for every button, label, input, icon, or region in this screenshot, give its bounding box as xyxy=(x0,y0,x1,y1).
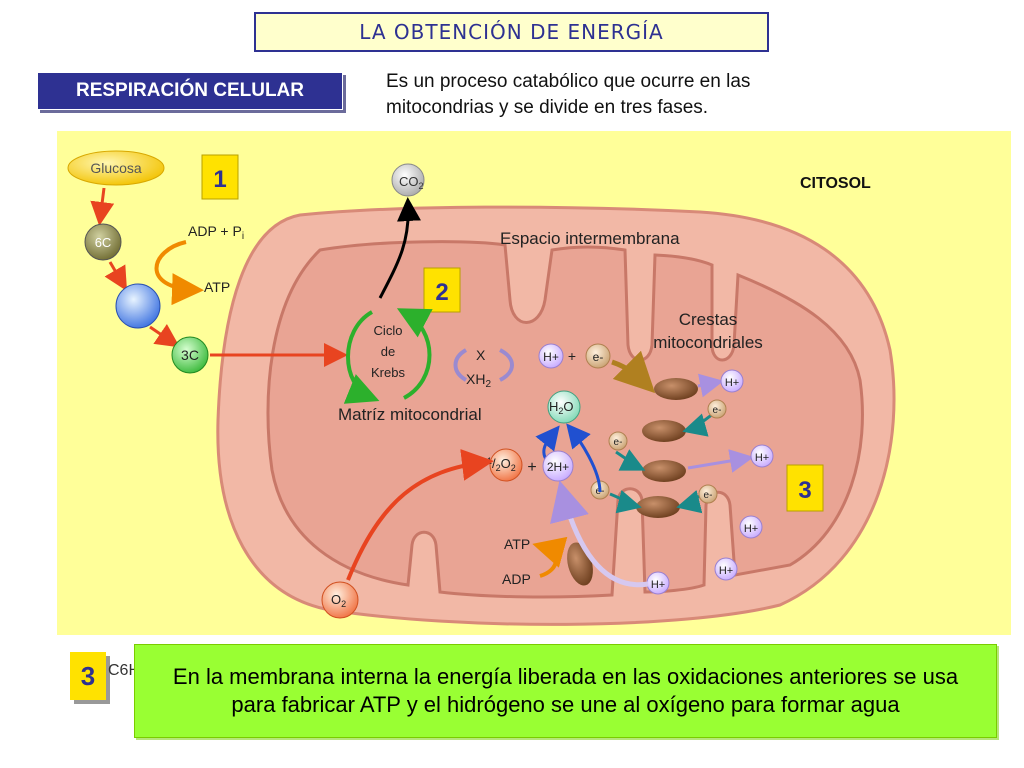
carrier-arc-right xyxy=(498,348,514,382)
step-badge-1: 1 xyxy=(201,154,239,200)
two-h-plus-node xyxy=(542,450,574,482)
svg-text:e-: e- xyxy=(614,437,623,448)
h-plus-node-5 xyxy=(714,557,738,581)
three-carbon-node xyxy=(171,336,209,374)
atp-curve-arrow xyxy=(154,240,204,306)
krebs-label-2: de xyxy=(381,344,395,359)
arrow-6c-blue xyxy=(104,261,128,292)
six-carbon-node xyxy=(84,223,122,261)
svg-text:1: 1 xyxy=(213,166,226,193)
svg-text:3C: 3C xyxy=(181,347,199,363)
protein-complex-2 xyxy=(642,420,686,442)
page-title: LA OBTENCIÓN DE ENERGÍA xyxy=(254,12,769,52)
arrow-e-chain xyxy=(611,350,656,394)
svg-text:H+: H+ xyxy=(744,523,758,535)
o2-label: O2 xyxy=(331,592,346,609)
plus-sign-2: + xyxy=(527,459,536,476)
matrix-label: Matríz mitocondrial xyxy=(338,405,482,424)
electron-node-1 xyxy=(585,343,611,369)
teal-arrow-4 xyxy=(609,489,642,514)
step-badge-2: 2 xyxy=(423,267,461,313)
adp-bottom-label: ADP xyxy=(502,571,531,587)
arrow-glucose-6c xyxy=(90,187,115,226)
plus-sign-1: + xyxy=(568,348,576,364)
svg-text:H+: H+ xyxy=(543,350,559,364)
h-plus-node-1 xyxy=(538,343,564,369)
protein-complex-1 xyxy=(654,378,698,400)
svg-text:H+: H+ xyxy=(719,565,733,577)
bottom-step-badge: 3 xyxy=(70,652,106,700)
xh2-label: XH2 xyxy=(466,371,491,390)
svg-text:2H+: 2H+ xyxy=(547,460,569,474)
section-label: RESPIRACIÓN CELULAR xyxy=(37,72,343,110)
x-label: X xyxy=(476,347,486,363)
svg-text:3: 3 xyxy=(798,477,811,504)
svg-text:e-: e- xyxy=(713,405,722,416)
o2-node xyxy=(321,581,359,619)
arrow-o2-in xyxy=(346,449,494,581)
arrow-krebs-co2 xyxy=(378,197,421,299)
h-plus-node-3 xyxy=(750,444,774,468)
svg-text:e-: e- xyxy=(593,350,604,364)
krebs-label-3: Krebs xyxy=(371,365,405,380)
arrow-to-water xyxy=(566,423,602,493)
h-pump-arrow-2 xyxy=(687,449,754,473)
protein-complex-4 xyxy=(636,496,680,518)
protein-complex-3 xyxy=(642,460,686,482)
co2-node xyxy=(391,163,425,197)
electron-node-4 xyxy=(698,484,718,504)
krebs-arc-left xyxy=(343,310,380,404)
water-node xyxy=(547,390,581,424)
svg-text:Glucosa: Glucosa xyxy=(90,160,142,176)
carrier-arc-left xyxy=(453,348,468,382)
cristae-label-2: mitocondriales xyxy=(653,333,763,352)
svg-text:e-: e- xyxy=(704,490,713,501)
teal-arrow-2 xyxy=(615,449,646,471)
water-label: H2O xyxy=(549,399,574,416)
atp-top-label: ATP xyxy=(204,279,230,295)
intro-text: Es un proceso catabólico que ocurre en l… xyxy=(386,71,751,118)
krebs-arc-right xyxy=(396,308,433,400)
hidden-formula-peek: C6H xyxy=(108,662,141,679)
atp-synthesis-arrow xyxy=(532,536,568,578)
atp-bottom-label: ATP xyxy=(504,536,530,552)
h-plus-node-2 xyxy=(720,369,744,393)
svg-text:2: 2 xyxy=(435,279,448,306)
intermediate-node xyxy=(115,283,161,329)
phase-3-description: En la membrana interna la energía libera… xyxy=(134,644,997,738)
electron-node-3 xyxy=(608,431,628,451)
step-badge-3: 3 xyxy=(786,464,824,512)
co2-label: CO2 xyxy=(399,174,424,191)
svg-text:H+: H+ xyxy=(755,452,769,464)
glucose-node xyxy=(67,150,165,186)
svg-text:H+: H+ xyxy=(651,579,665,591)
intermembrane-label: Espacio intermembrana xyxy=(500,229,680,248)
h-backflow-arrow xyxy=(550,480,649,588)
cristae-label-1: Crestas xyxy=(679,310,738,329)
citosol-label: CITOSOL xyxy=(800,175,871,192)
krebs-label-1: Ciclo xyxy=(374,323,403,338)
svg-text:6C: 6C xyxy=(95,235,112,250)
h-pump-arrow-1 xyxy=(697,373,724,398)
arrow-blue-3c xyxy=(149,323,180,348)
electron-node-2 xyxy=(707,399,727,419)
adp-pi-label: ADP + Pi xyxy=(188,223,244,242)
svg-text:H+: H+ xyxy=(725,377,739,389)
h-plus-node-4 xyxy=(739,515,763,539)
